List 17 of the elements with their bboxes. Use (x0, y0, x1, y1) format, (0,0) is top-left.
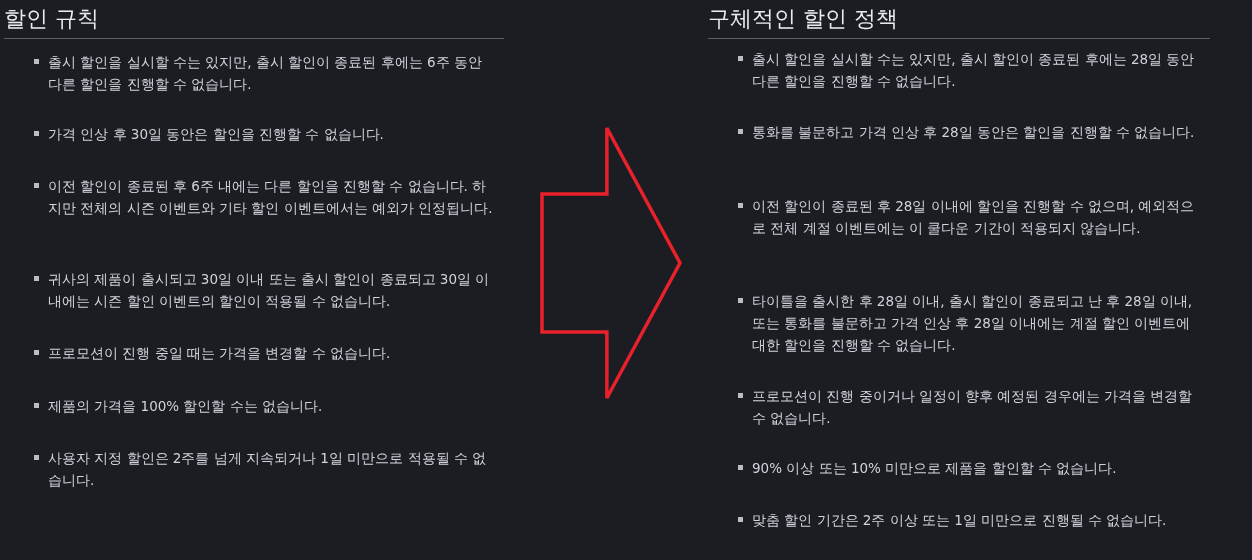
list-item-text: 이전 할인이 종료된 후 6주 내에는 다른 할인을 진행할 수 없습니다. 하지만 전체의 시즌 이벤트와 기타 할인 이벤트에서는 예외가 인정됩니다. (48, 177, 494, 218)
list-item-text: 출시 할인을 실시할 수는 있지만, 출시 할인이 종료된 후에는 6주 동안 다른 할인을 진행할 수 없습니다. (48, 53, 483, 94)
list-item-text: 맞춤 할인 기간은 2주 이상 또는 1일 미만으로 진행될 수 없습니다. (752, 511, 1168, 530)
block-arrow (540, 126, 682, 400)
list-item-text: 타이틀을 출시한 후 28일 이내, 출시 할인이 종료되고 난 후 28일 이내, 또는 통화를 불문하고 가격 인상 후 28일 이내에는 계절 할인 이벤트에 대한 할인을 진행할 수 없습니다. (752, 292, 1194, 355)
list-item-text: 출시 할인을 실시할 수는 있지만, 출시 할인이 종료된 후에는 28일 동안 다른 할인을 진행할 수 없습니다. (752, 50, 1196, 91)
list-item-text: 귀사의 제품이 출시되고 30일 이내 또는 출시 할인이 종료되고 30일 이내에는 시즌 할인 이벤트의 할인이 적용될 수 없습니다. (48, 270, 491, 311)
list-item-text: 프로모션이 진행 중이거나 일정이 향후 예정된 경우에는 가격을 변경할 수 없습니다. (752, 387, 1194, 428)
section-heading: 구체적인 할인 정책 (708, 5, 898, 33)
list-item-text: 제품의 가격을 100% 할인할 수는 없습니다. (48, 397, 324, 416)
list-item-text: 통화를 불문하고 가격 인상 후 28일 동안은 할인을 진행할 수 없습니다. (752, 123, 1196, 142)
list-item-text: 가격 인상 후 30일 동안은 할인을 진행할 수 없습니다. (48, 125, 385, 144)
section-heading: 할인 규칙 (4, 5, 99, 33)
list-item-text: 프로모션이 진행 중일 때는 가격을 변경할 수 없습니다. (48, 344, 392, 363)
list-item-text: 이전 할인이 종료된 후 28일 이내에 할인을 진행할 수 없으며, 예외적으로 전체 계절 이벤트에는 이 쿨다운 기간이 적용되지 않습니다. (752, 197, 1196, 238)
list-item-text: 90% 이상 또는 10% 미만으로 제품을 할인할 수 없습니다. (752, 459, 1118, 478)
list-item-text: 사용자 지정 할인은 2주를 넘게 지속되거나 1일 미만으로 적용될 수 없습니다. (48, 449, 488, 490)
